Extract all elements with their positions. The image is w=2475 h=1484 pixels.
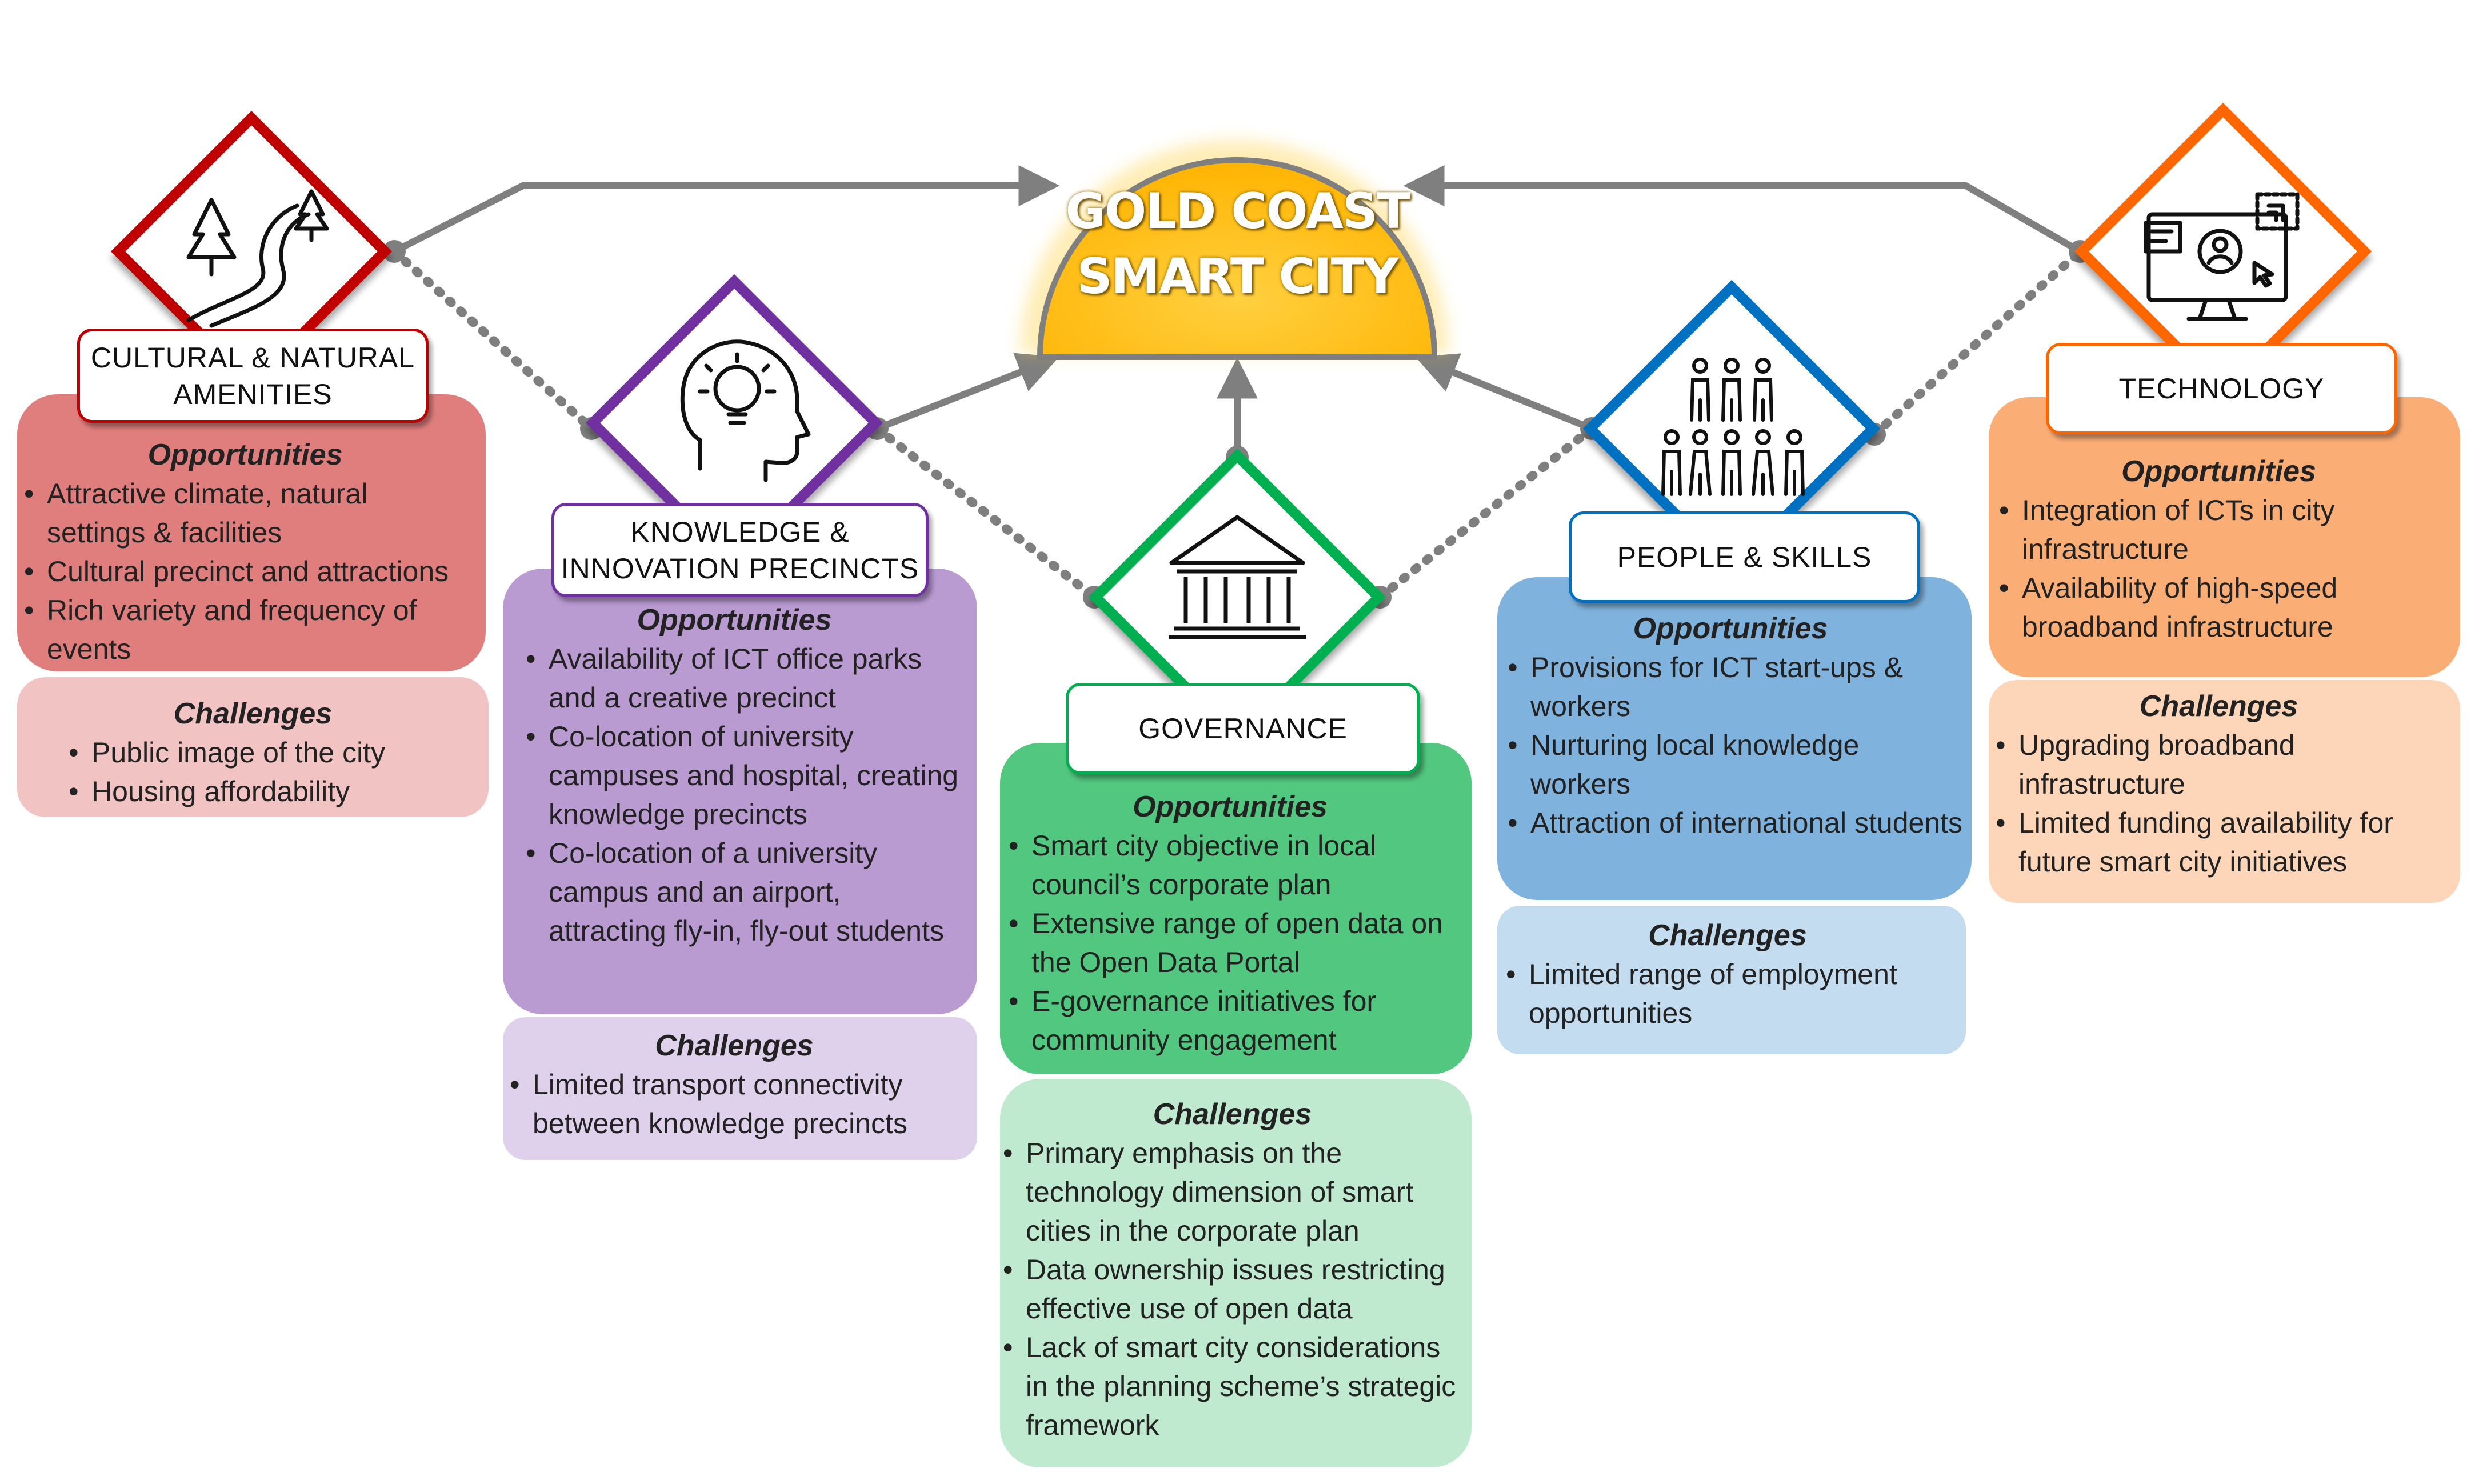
knowledge-challenges-heading: Challenges [655, 1029, 814, 1062]
people-challenges-list: Limited range of employment opportunitie… [1497, 955, 1958, 1033]
governance-title: GOVERNANCE [1138, 713, 1348, 745]
people-title: PEOPLE & SKILLS [1617, 541, 1872, 573]
people-title-box: PEOPLE & SKILLS [1569, 511, 1920, 603]
knowledge-challenges-panel: Challenges Limited transport connectivit… [503, 1017, 977, 1160]
cultural-opportunities-list: Attractive climate, natural settings & f… [17, 474, 473, 669]
people-opportunities-list: Provisions for ICT start-ups & workers N… [1497, 648, 1964, 842]
cultural-challenges-heading: Challenges [173, 697, 333, 730]
people-opportunities-heading: Opportunities [1633, 612, 1828, 645]
list-item: Co-location of university campuses and h… [526, 717, 966, 834]
list-item: Data ownership issues restricting effect… [1003, 1250, 1465, 1328]
diamond-governance [1088, 448, 1386, 746]
people-challenges-panel: Challenges Limited range of employment o… [1497, 906, 1966, 1054]
cultural-opportunities-panel: Opportunities Attractive climate, natura… [17, 394, 486, 671]
list-item: Housing affordability [69, 772, 477, 811]
dotted-connectors [390, 247, 2085, 602]
list-item: Rich variety and frequency of events [24, 591, 473, 669]
technology-title: TECHNOLOGY [2118, 373, 2325, 405]
governance-opportunities-panel: Opportunities Smart city objective in lo… [1000, 743, 1472, 1074]
list-item: Extensive range of open data on the Open… [1009, 904, 1460, 982]
list-item: Limited range of employment opportunitie… [1506, 955, 1958, 1033]
knowledge-opportunities-heading: Opportunities [637, 603, 832, 637]
knowledge-opportunities-list: Availability of ICT office parks and a c… [503, 639, 966, 950]
cultural-challenges-panel: Challenges Public image of the city Hous… [17, 677, 489, 817]
cultural-opportunities-heading: Opportunities [147, 438, 343, 471]
list-item: Attractive climate, natural settings & f… [24, 474, 473, 552]
technology-challenges-list: Upgrading broadband infrastructure Limit… [1989, 726, 2449, 881]
central-sun [1020, 140, 1449, 360]
people-group-icon [1661, 358, 1805, 496]
diamond-people [1582, 279, 1881, 578]
computer-user-icon [2144, 192, 2300, 321]
list-item: Attraction of international students [1508, 803, 1964, 842]
technology-opportunities-panel: Opportunities Integration of ICTs in cit… [1989, 397, 2460, 677]
technology-opportunities-heading: Opportunities [2121, 455, 2316, 488]
list-item: Integration of ICTs in city infrastructu… [1999, 491, 2449, 569]
governance-challenges-heading: Challenges [1153, 1098, 1312, 1131]
list-item: Limited transport connectivity between k… [510, 1065, 966, 1143]
list-item: Co-location of a university campus and a… [526, 834, 966, 950]
list-item: Upgrading broadband infrastructure [1996, 726, 2449, 803]
knowledge-title: KNOWLEDGE & INNOVATION PRECINCTS [561, 515, 919, 585]
arrow-connectors [393, 165, 2082, 457]
people-opportunities-panel: Opportunities Provisions for ICT start-u… [1497, 577, 1972, 900]
governance-challenges-list: Primary emphasis on the technology dimen… [1000, 1134, 1465, 1445]
list-item: Primary emphasis on the technology dimen… [1003, 1134, 1465, 1250]
governance-challenges-panel: Challenges Primary emphasis on the techn… [1000, 1079, 1472, 1467]
technology-challenges-heading: Challenges [2139, 690, 2298, 723]
diamond-cultural [110, 110, 393, 393]
list-item: Nurturing local knowledge workers [1508, 726, 1964, 803]
knowledge-challenges-list: Limited transport connectivity between k… [503, 1065, 966, 1143]
list-item: Limited funding availability for future … [1996, 803, 2449, 881]
technology-challenges-panel: Challenges Upgrading broadband infrastru… [1989, 680, 2460, 903]
cultural-title: CULTURAL & NATURAL AMENITIES [90, 341, 415, 410]
government-building-icon [1169, 515, 1306, 639]
technology-title-box: TECHNOLOGY [2046, 343, 2397, 434]
lightbulb-head-icon [680, 339, 811, 482]
knowledge-opportunities-panel: Opportunities Availability of ICT office… [503, 569, 977, 1014]
central-title: GOLD COAST SMART CITY [1046, 179, 1429, 309]
governance-opportunities-heading: Opportunities [1133, 790, 1328, 823]
cultural-challenges-list: Public image of the city Housing afforda… [29, 733, 477, 811]
list-item: Provisions for ICT start-ups & workers [1508, 648, 1964, 726]
list-item: Public image of the city [69, 733, 477, 772]
people-challenges-heading: Challenges [1648, 919, 1807, 952]
list-item: Lack of smart city considerations in the… [1003, 1328, 1465, 1445]
governance-opportunities-list: Smart city objective in local council’s … [1000, 826, 1460, 1059]
list-item: Cultural precinct and attractions [24, 552, 473, 591]
list-item: Availability of high-speed broadband inf… [1999, 569, 2449, 646]
knowledge-title-box: KNOWLEDGE & INNOVATION PRECINCTS [551, 503, 929, 597]
governance-title-box: GOVERNANCE [1066, 683, 1420, 774]
list-item: Availability of ICT office parks and a c… [526, 639, 966, 717]
list-item: E-governance initiatives for community e… [1009, 982, 1460, 1059]
central-title-line1: GOLD COAST [1065, 183, 1410, 240]
cultural-title-box: CULTURAL & NATURAL AMENITIES [77, 329, 429, 423]
technology-opportunities-list: Integration of ICTs in city infrastructu… [1989, 491, 2449, 646]
central-title-line2: SMART CITY [1077, 248, 1398, 305]
list-item: Smart city objective in local council’s … [1009, 826, 1460, 904]
trees-road-icon [186, 189, 329, 328]
